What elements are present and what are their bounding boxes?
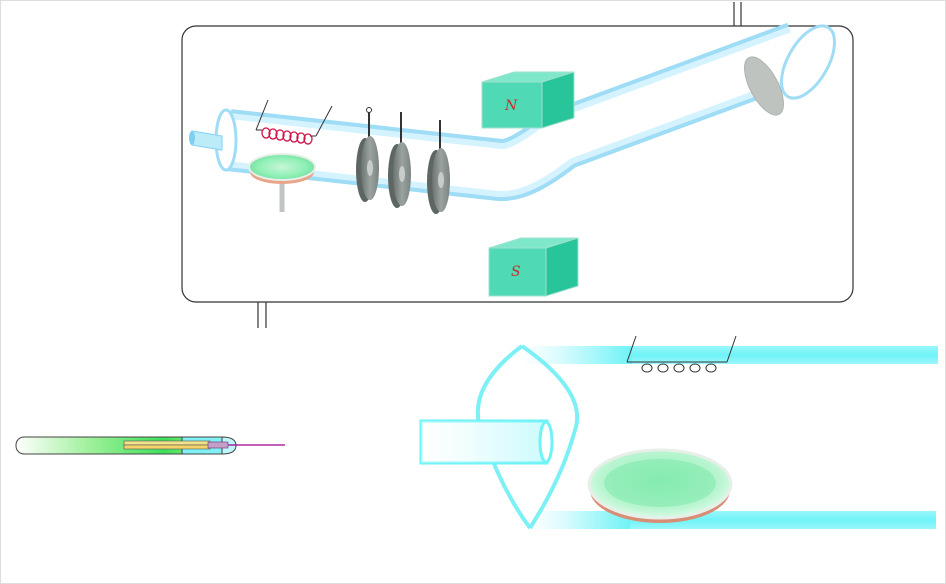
filament-coil-icon xyxy=(255,99,333,145)
plate-3-disc-electrode-icon xyxy=(427,120,450,214)
plate-1-disc-electrode-icon xyxy=(356,107,379,202)
flight-tube xyxy=(214,22,836,202)
sample-dish-detail xyxy=(587,448,733,523)
ion-source-detail xyxy=(419,335,938,530)
filament-detail-coil-icon xyxy=(626,335,737,373)
north-magnet-block-magnet-icon: N xyxy=(481,71,575,129)
accelerating-plates xyxy=(356,107,450,214)
south-pole-label: S xyxy=(511,264,521,280)
vacuum-pipe-bottom xyxy=(257,302,267,328)
inlet-tube-detail xyxy=(419,419,554,465)
detector-screen xyxy=(744,56,784,116)
sample-dish xyxy=(248,153,316,212)
sample-inlet xyxy=(189,130,223,151)
sample-probe xyxy=(15,436,285,455)
vacuum-pipe-top xyxy=(733,2,742,26)
north-pole-label: N xyxy=(504,98,518,114)
plate-2-disc-electrode-icon xyxy=(388,112,411,208)
south-magnet-block-magnet-icon: S xyxy=(488,237,579,297)
